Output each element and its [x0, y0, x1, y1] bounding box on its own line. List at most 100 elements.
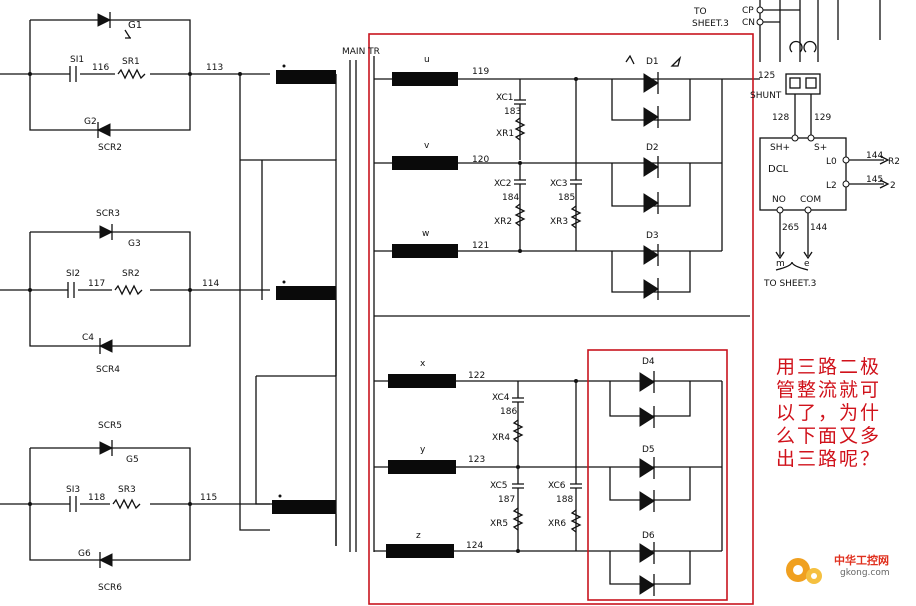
label-D3: D3 [646, 231, 659, 241]
svg-text:144: 144 [810, 223, 827, 233]
wire-numbers: 116 113 117 114 118 115 119 120 121 122 … [88, 63, 883, 551]
label-SI1: SI1 [70, 55, 84, 65]
label-XR2: XR2 [494, 217, 512, 227]
svg-text:u: u [424, 55, 430, 65]
label-SCR4: SCR4 [96, 365, 120, 375]
label-XC3: XC3 [550, 179, 568, 189]
svg-text:S+: S+ [814, 143, 827, 153]
secondary-windings [373, 56, 750, 558]
label-D4: D4 [642, 357, 655, 367]
label-XR5: XR5 [490, 519, 508, 529]
label-G6: G6 [78, 549, 91, 559]
shunt-label: SHUNT [750, 91, 782, 101]
svg-text:121: 121 [472, 241, 489, 251]
svg-text:117: 117 [88, 279, 105, 289]
label-D1: D1 [646, 57, 659, 67]
svg-text:119: 119 [472, 67, 489, 77]
label-XC4: XC4 [492, 393, 510, 403]
svg-text:115: 115 [200, 493, 217, 503]
shunt-dcl [756, 0, 890, 271]
svg-text:183: 183 [504, 107, 521, 117]
svg-text:L0: L0 [826, 157, 837, 167]
svg-text:125: 125 [758, 71, 775, 81]
svg-text:144: 144 [866, 151, 883, 161]
svg-text:NO: NO [772, 195, 786, 205]
svg-text:L2: L2 [826, 181, 837, 191]
svg-text:113: 113 [206, 63, 223, 73]
svg-text:CP: CP [742, 6, 754, 16]
scr-group-1 [0, 12, 270, 138]
svg-text:R2: R2 [888, 157, 900, 167]
svg-text:2: 2 [890, 181, 896, 191]
svg-text:188: 188 [556, 495, 573, 505]
svg-text:y: y [420, 445, 426, 455]
svg-text:123: 123 [468, 455, 485, 465]
label-XC1: XC1 [496, 93, 514, 103]
svg-text:265: 265 [782, 223, 799, 233]
misc-labels: MAIN TR TO SHEET.3 CP CN SHUNT SH+ S+ L0… [342, 6, 900, 289]
svg-text:129: 129 [814, 113, 831, 123]
label-SR3: SR3 [118, 485, 136, 495]
label-SCR5: SCR5 [98, 421, 122, 431]
question-annotation: 用三路二极管整流就可以了，为什么下面又多出三路呢？ [776, 356, 882, 470]
label-G1: G1 [128, 20, 142, 31]
svg-text:v: v [424, 141, 430, 151]
watermark-url: gkong.com [840, 568, 890, 578]
label-D5: D5 [642, 445, 655, 455]
label-XC5: XC5 [490, 481, 508, 491]
label-XR1: XR1 [496, 129, 514, 139]
label-XC2: XC2 [494, 179, 512, 189]
highlight-inner-box [587, 349, 728, 601]
svg-text:e: e [804, 259, 810, 269]
svg-text:SH+: SH+ [770, 143, 790, 153]
scr-group-3 [0, 440, 270, 568]
svg-text:118: 118 [88, 493, 105, 503]
scr-group-2 [0, 224, 270, 354]
watermark: 中华工控网 gkong.com [778, 550, 914, 592]
label-G3: G3 [128, 239, 141, 249]
svg-text:114: 114 [202, 279, 219, 289]
label-SR2: SR2 [122, 269, 140, 279]
svg-text:128: 128 [772, 113, 789, 123]
label-D6: D6 [642, 531, 655, 541]
label-XC6: XC6 [548, 481, 566, 491]
svg-text:SHEET.3: SHEET.3 [692, 19, 729, 29]
svg-text:186: 186 [500, 407, 517, 417]
label-C4: C4 [82, 333, 94, 343]
watermark-name: 中华工控网 [834, 554, 889, 567]
svg-text:m: m [776, 259, 785, 269]
svg-text:w: w [422, 229, 429, 239]
svg-text:185: 185 [558, 193, 575, 203]
label-SCR2: SCR2 [98, 143, 122, 153]
svg-text:CN: CN [742, 18, 755, 28]
label-G5: G5 [126, 455, 139, 465]
transformer-core [349, 60, 357, 552]
main-tr-label: MAIN TR [342, 47, 380, 57]
component-labels: G1 SI1 SR1 G2 SCR2 SCR3 G3 SI2 SR2 C4 SC… [66, 20, 789, 593]
label-SR1: SR1 [122, 57, 140, 67]
label-D2: D2 [646, 143, 659, 153]
svg-text:z: z [416, 531, 421, 541]
label-XR6: XR6 [548, 519, 566, 529]
label-SI3: SI3 [66, 485, 80, 495]
svg-text:184: 184 [502, 193, 519, 203]
winding-letters: u v w x y z [416, 55, 430, 541]
label-XR4: XR4 [492, 433, 510, 443]
svg-text:COM: COM [800, 195, 821, 205]
label-SCR6: SCR6 [98, 583, 122, 593]
svg-text:x: x [420, 359, 426, 369]
svg-text:187: 187 [498, 495, 515, 505]
primary-windings [238, 64, 337, 546]
svg-text:120: 120 [472, 155, 489, 165]
to-sheet3-bottom: TO SHEET.3 [763, 279, 816, 289]
svg-text:122: 122 [468, 371, 485, 381]
label-G2: G2 [84, 117, 97, 127]
label-DCL: DCL [768, 164, 789, 175]
svg-text:116: 116 [92, 63, 109, 73]
lower-rectifier [454, 371, 723, 596]
svg-text:145: 145 [866, 175, 883, 185]
label-XR3: XR3 [550, 217, 568, 227]
label-SI2: SI2 [66, 269, 80, 279]
svg-text:124: 124 [466, 541, 483, 551]
